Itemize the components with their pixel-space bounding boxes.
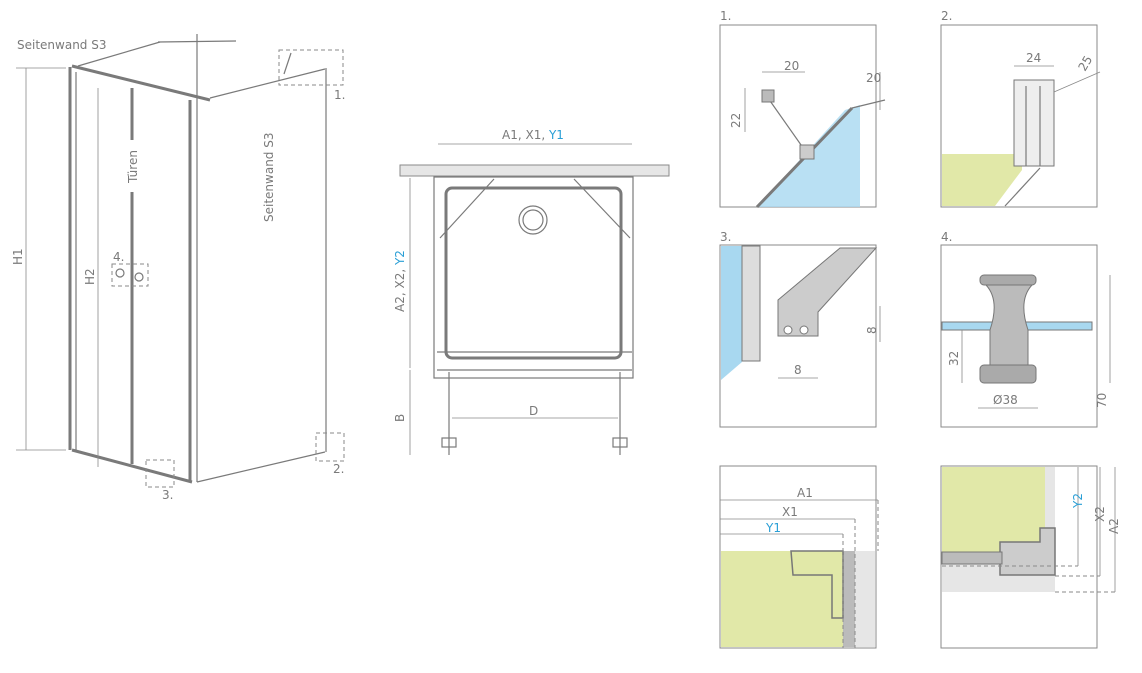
callout-box-1 bbox=[278, 49, 344, 86]
side-wall-bottom bbox=[196, 451, 326, 483]
glass-edge bbox=[1004, 167, 1041, 207]
dim-20-top: 20 bbox=[784, 59, 799, 73]
top-rail bbox=[77, 41, 161, 67]
door-profile bbox=[941, 551, 1003, 565]
detail-1-wall-bracket: 1. 20 20 22 bbox=[719, 9, 886, 209]
d-label: D bbox=[529, 404, 538, 418]
callout-1-label: 1. bbox=[334, 88, 345, 102]
x1-label: X1 bbox=[782, 505, 798, 519]
dim-20-right: 20 bbox=[866, 71, 881, 85]
callout-box-2 bbox=[315, 432, 345, 462]
brace-right bbox=[573, 178, 631, 239]
handle-cap-bottom bbox=[979, 364, 1037, 384]
drain-inner bbox=[522, 209, 544, 231]
side-wall-label: Seitenwand S3 bbox=[262, 133, 276, 222]
detail-3-title: 3. bbox=[720, 230, 731, 244]
detail-4-handle: 4. 70 32 Ø38 bbox=[940, 230, 1111, 428]
callout-2-label: 2. bbox=[333, 462, 344, 476]
seal-profile bbox=[777, 247, 878, 337]
plan-view: A1, X1, Y1 A2, X2, Y2 B D bbox=[393, 128, 670, 455]
seal-hole bbox=[799, 325, 809, 335]
handle-icon bbox=[441, 437, 457, 448]
handle-cap-top bbox=[979, 274, 1037, 286]
a2-label: A2 bbox=[1107, 518, 1121, 534]
door-bottom-profile bbox=[71, 448, 193, 484]
width-label-blue: Y1 bbox=[548, 128, 564, 142]
dim-8-width: 8 bbox=[794, 363, 802, 377]
callout-4-label: 4. bbox=[113, 250, 124, 264]
callout-3-label: 3. bbox=[162, 488, 173, 502]
glass-panel bbox=[721, 246, 742, 380]
y1-label: Y1 bbox=[765, 521, 781, 535]
width-label-gray: A1, X1, bbox=[502, 128, 549, 142]
glass-profile bbox=[741, 245, 761, 362]
depth-label: A2, X2, Y2 bbox=[393, 250, 407, 312]
shower-tray-outline bbox=[433, 176, 634, 379]
top-edge bbox=[851, 99, 886, 109]
h1-label: H1 bbox=[11, 248, 25, 265]
dim-8-height: 8 bbox=[865, 326, 879, 334]
detail-1-title: 1. bbox=[720, 9, 731, 23]
handle-body bbox=[984, 284, 1034, 366]
dim-line bbox=[1053, 71, 1101, 93]
handle-knob-icon bbox=[134, 272, 144, 282]
seal-hole bbox=[783, 325, 793, 335]
dim-22: 22 bbox=[729, 113, 743, 128]
handle-icon bbox=[612, 437, 628, 448]
depth-label-blue: Y2 bbox=[393, 250, 407, 266]
floor bbox=[942, 154, 1022, 206]
corner-profile bbox=[999, 527, 1056, 576]
detail-4-title: 4. bbox=[941, 230, 952, 244]
side-wall-top bbox=[209, 68, 326, 99]
detail-depth-measurement: Y2 X2 A2 bbox=[940, 465, 1121, 649]
dim-70: 70 bbox=[1095, 393, 1109, 408]
drain-icon bbox=[518, 205, 548, 235]
detail-width-measurement: A1 X1 Y1 bbox=[719, 465, 879, 649]
y2-label: Y2 bbox=[1071, 493, 1085, 509]
dim-diameter-38: Ø38 bbox=[993, 393, 1018, 407]
wall-mount bbox=[761, 89, 775, 103]
perspective-view: Seitenwand S3 H1 H2 Türen Seitenwand S3 … bbox=[11, 34, 345, 502]
doors-label: Türen bbox=[126, 150, 140, 184]
side-wall-top-label: Seitenwand S3 bbox=[17, 38, 106, 52]
dim-25: 25 bbox=[1075, 53, 1095, 73]
b-label: B bbox=[393, 414, 407, 422]
wall-profile bbox=[1013, 79, 1055, 167]
stabilizer-bar bbox=[283, 52, 292, 75]
handle-knob-icon bbox=[115, 268, 125, 278]
detail-2-title: 2. bbox=[941, 9, 952, 23]
dim-24: 24 bbox=[1026, 51, 1041, 65]
detail-2-bottom-profile: 2. 24 25 bbox=[940, 9, 1101, 208]
detail-3-door-seal: 3. 8 8 bbox=[719, 230, 881, 428]
callout-box-4 bbox=[111, 263, 149, 287]
shower-tray-inner bbox=[444, 186, 623, 360]
stabilizer-bar bbox=[767, 97, 807, 153]
x2-label: X2 bbox=[1093, 506, 1107, 522]
brace-left bbox=[439, 178, 495, 239]
a1-label: A1 bbox=[797, 486, 813, 500]
callout-box-3 bbox=[145, 459, 175, 488]
glass-clamp bbox=[799, 144, 815, 160]
width-label: A1, X1, Y1 bbox=[502, 128, 564, 142]
depth-label-gray: A2, X2, bbox=[393, 265, 407, 312]
dim-32: 32 bbox=[947, 351, 961, 366]
h2-label: H2 bbox=[83, 268, 97, 285]
wall-profile bbox=[843, 551, 855, 647]
door-top-profile bbox=[71, 64, 211, 102]
wall bbox=[399, 164, 670, 177]
